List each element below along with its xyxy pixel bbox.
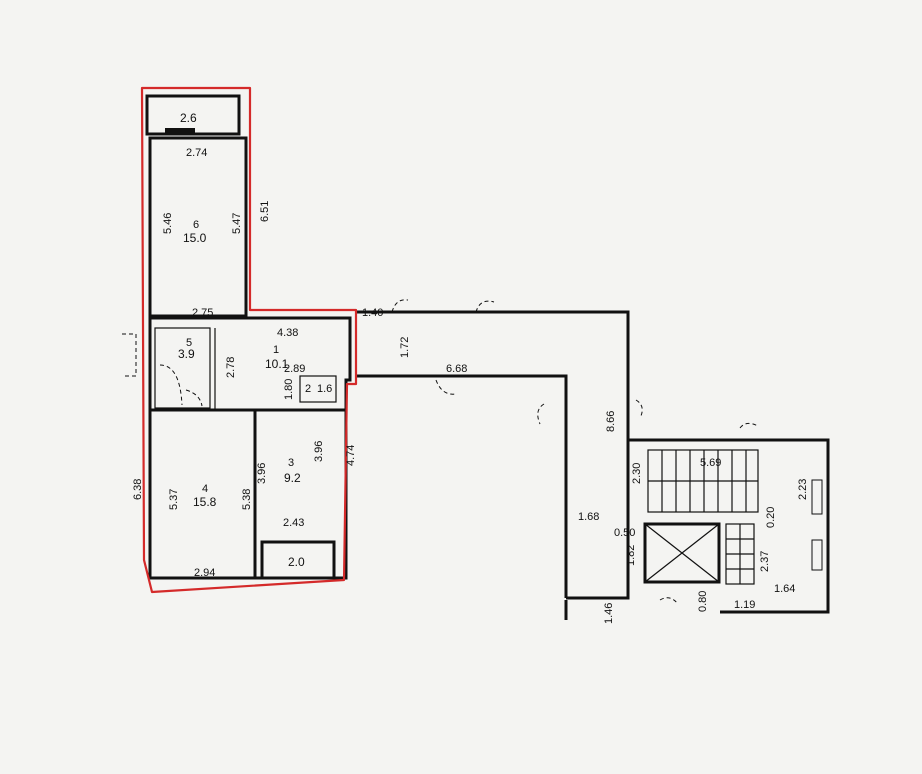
bath-door-swing [185,389,203,407]
room6-dim-left: 5.46 [162,213,174,234]
corridor-lower-wall [566,440,630,600]
room4-dim-left: 5.37 [168,489,180,510]
balcony-bottom-area: 2.0 [288,555,305,569]
stairs-dim-a: 0.50 [614,527,635,539]
corridor-inner-wall [356,374,568,598]
elevator-shaft [643,522,721,584]
corridor-dim-side: 8.66 [605,411,617,432]
room4-dim-right: 5.38 [241,489,253,510]
bath5-dim: 2.78 [225,357,237,378]
balcony-door-top [165,128,195,134]
room6-dim-bottom: 2.75 [192,307,213,319]
corridor-outer-wall [356,310,830,614]
hall1-number: 1 [273,344,279,356]
corridor-dim-mid: 6.68 [446,363,467,375]
hall1-area: 10.1 [265,357,289,371]
room3-dim-right: 3.96 [313,441,325,462]
stair-grid [725,523,755,585]
hall1-dim-top: 4.38 [277,327,298,339]
apartment-walls [122,94,352,580]
stairs-dim-mid: 0.20 [765,507,777,528]
room-labels: 2.6 2.74 6 15.0 5.46 5.47 6.51 2.75 5 3.… [132,111,357,579]
balcony-top-area: 2.6 [180,111,197,125]
mid-outer-wall [148,316,352,580]
window-right [811,479,823,515]
room3-dim-outer: 4.74 [345,445,357,466]
balcony-bottom-wall [260,540,336,580]
room3-area: 9.2 [284,471,301,485]
stairs-dim-e: 1.19 [734,599,755,611]
room6-dim-right: 5.47 [231,213,243,234]
room3-dim-left: 3.96 [256,463,268,484]
stairs-dim-left: 2.30 [631,463,643,484]
wc2-dim: 1.80 [283,379,295,400]
wc2-area: 1.6 [317,383,332,395]
window-left [122,333,137,377]
stairs-dim-c: 2.37 [759,551,771,572]
common-area-walls [356,299,830,620]
room4-number: 4 [202,483,208,495]
bath5-wall [154,327,211,409]
window-right-2 [811,539,823,571]
bath5-area: 3.9 [178,347,195,361]
balcony-top-dim: 2.74 [186,147,207,159]
room6-wall [148,136,248,318]
hall1-dim-bottom: 2.89 [284,363,305,375]
apartment-highlight-outline [140,86,358,594]
room4-dim-bottom: 2.94 [194,567,215,579]
room4-area: 15.8 [193,495,217,509]
room6-dim-outer: 6.51 [259,201,271,222]
wc2-wall [299,375,337,403]
corridor-dim-small-top: 1.40 [362,307,383,319]
stairs-labels: 5.69 2.30 2.23 0.20 0.50 1.82 2.37 1.64 … [614,457,809,612]
stair-flights [647,449,759,513]
corridor-dim-bottom: 1.46 [603,603,615,624]
room3-dim-bottom: 2.43 [283,517,304,529]
room6-area: 15.0 [183,231,207,245]
corridor-dim-vertical: 1.68 [578,511,599,523]
corridor-labels: 1.40 1.72 6.68 8.66 1.68 1.46 [362,307,617,624]
stairs-dim-d: 1.64 [774,583,795,595]
bath-door [159,364,183,406]
stairs-dim-top: 5.69 [700,457,721,469]
stairs-dim-b: 1.82 [625,545,637,566]
room4-dim-outer: 6.38 [132,479,144,500]
wc2-number: 2 [305,383,311,395]
room6-number: 6 [193,219,199,231]
stairs-dim-f: 0.80 [697,591,709,612]
corridor-dim-top: 1.72 [399,337,411,358]
bath5-number: 5 [186,337,192,349]
room3-number: 3 [288,457,294,469]
stairs-dim-right: 2.23 [797,479,809,500]
